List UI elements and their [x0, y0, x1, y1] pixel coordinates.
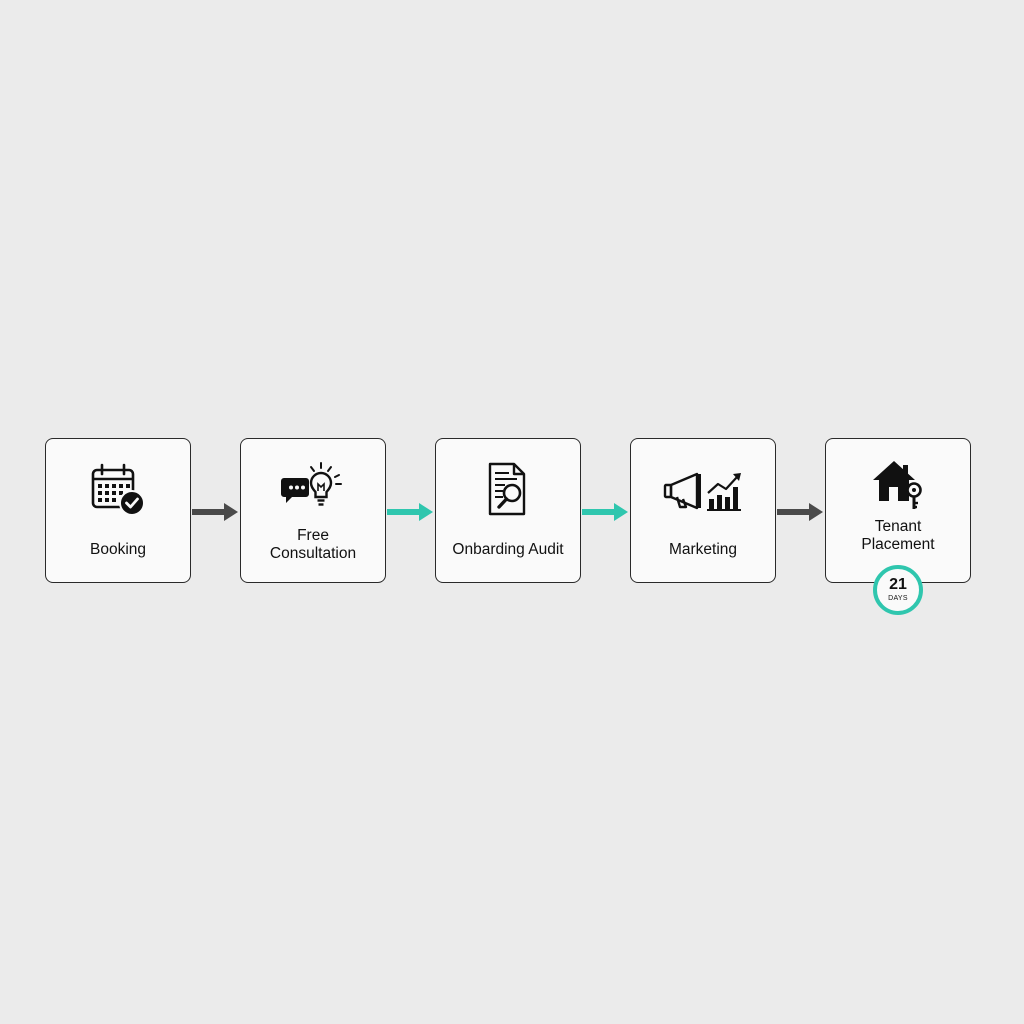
step-onboarding-audit: Onbarding Audit — [435, 438, 581, 583]
calendar-check-icon — [46, 463, 190, 517]
connector-arrow — [387, 503, 433, 521]
document-search-icon — [436, 461, 580, 519]
connector-arrow — [777, 503, 823, 521]
badge-unit: DAYS — [888, 595, 908, 602]
step-marketing: Marketing — [630, 438, 776, 583]
chat-lightbulb-icon — [241, 461, 385, 511]
step-label: Tenant Placement — [861, 518, 935, 553]
connector-arrow — [192, 503, 238, 521]
step-tenant-placement: Tenant Placement — [825, 438, 971, 583]
step-booking: Booking — [45, 438, 191, 583]
step-label: Free Consultation — [269, 527, 357, 562]
step-free-consultation: Free Consultation — [240, 438, 386, 583]
megaphone-chart-icon — [631, 469, 775, 513]
step-label: Marketing — [668, 541, 738, 558]
connector-arrow — [582, 503, 628, 521]
step-label: Onbarding Audit — [452, 541, 564, 558]
badge-value: 21 — [889, 576, 907, 593]
duration-badge: 21 DAYS — [873, 565, 923, 615]
house-key-icon — [826, 459, 970, 511]
step-label: Booking — [89, 541, 146, 558]
